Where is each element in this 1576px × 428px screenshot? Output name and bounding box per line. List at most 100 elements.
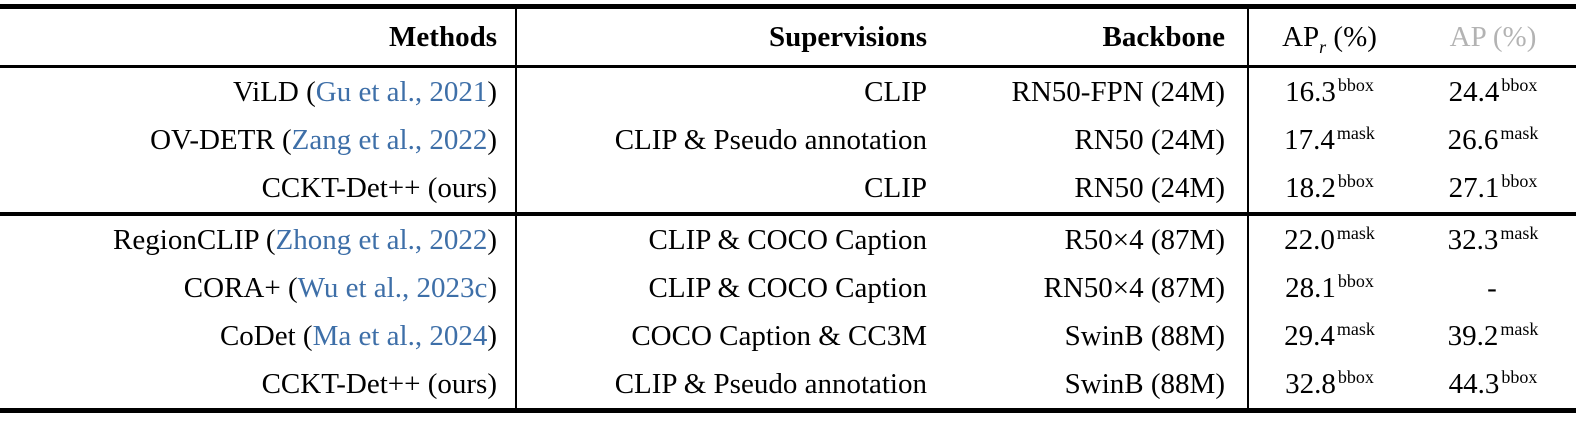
ap-value: 39.2 [1447, 319, 1499, 352]
ap-label: AP [1449, 20, 1486, 53]
method-name: OV-DETR ( [150, 123, 292, 156]
table-row: CCKT-Det++ (ours) CLIP & Pseudo annotati… [0, 360, 1576, 411]
citation-link[interactable]: Gu et al., 2021 [315, 75, 488, 108]
method-name: CoDet ( [219, 319, 313, 352]
supervision-cell: COCO Caption & CC3M [515, 312, 935, 360]
method-cell: CCKT-Det++ (ours) [0, 360, 516, 411]
ap-value: 24.4 [1448, 75, 1500, 108]
ap-superscript: bbox [1501, 366, 1538, 387]
ap-r-superscript: mask [1336, 222, 1375, 243]
ap-cell: - [1410, 264, 1576, 312]
backbone-cell: RN50×4 (87M) [1043, 271, 1226, 304]
supervision-cell: CLIP [515, 164, 935, 214]
ap-unit: (%) [1492, 20, 1537, 53]
ap-r-superscript: bbox [1337, 270, 1374, 291]
header-row: Methods Supervisions Backbone APr (%) AP… [0, 6, 1576, 68]
ap-r-value: 32.8 [1285, 367, 1336, 400]
supervision-cell: CLIP & COCO Caption [515, 212, 935, 264]
table-row: RegionCLIP (Zhong et al., 2022) CLIP & C… [0, 212, 1576, 264]
method-name: CCKT-Det++ (ours) [261, 171, 497, 204]
backbone-cell: SwinB (88M) [1064, 319, 1225, 352]
method-cell: CCKT-Det++ (ours) [0, 164, 516, 214]
method-name-suffix: ) [487, 223, 497, 256]
supervision-cell: CLIP & Pseudo annotation [515, 116, 935, 164]
table-row: OV-DETR (Zang et al., 2022) CLIP & Pseud… [0, 116, 1576, 164]
method-name: CCKT-Det++ (ours) [261, 367, 497, 400]
method-name-suffix: ) [487, 271, 497, 304]
supervision-cell: CLIP [515, 66, 935, 116]
ap-r-superscript: mask [1336, 318, 1375, 339]
table-section-base-backbones: ViLD (Gu et al., 2021) CLIP RN50-FPN (24… [0, 66, 1576, 214]
supervision-cell: CLIP & COCO Caption [515, 264, 935, 312]
table-header: Methods Supervisions Backbone APr (%) AP… [0, 6, 1576, 68]
citation-link[interactable]: Ma et al., 2024 [312, 319, 488, 352]
backbone-cell: RN50 (24M) [1074, 123, 1225, 156]
col-header-methods: Methods [0, 6, 516, 68]
ap-r-unit: (%) [1333, 20, 1377, 53]
citation-link[interactable]: Zang et al., 2022 [291, 123, 488, 156]
col-header-supervisions: Supervisions [515, 6, 935, 68]
method-cell: ViLD (Gu et al., 2021) [0, 67, 516, 117]
citation-link[interactable]: Zhong et al., 2022 [275, 223, 488, 256]
ap-r-value: 18.2 [1285, 171, 1336, 204]
ap-r-value: 28.1 [1285, 271, 1336, 304]
ap-r-label: AP [1282, 20, 1320, 53]
method-name: RegionCLIP ( [113, 223, 276, 256]
col-header-ap: AP (%) [1410, 6, 1576, 68]
method-name-suffix: ) [487, 319, 497, 352]
ap-r-value: 17.4 [1284, 123, 1335, 156]
ap-value: 26.6 [1447, 123, 1499, 156]
ap-r-superscript: bbox [1337, 366, 1374, 387]
ap-r-superscript: bbox [1337, 170, 1374, 191]
col-header-backbone: Backbone [935, 6, 1248, 68]
ap-value: 44.3 [1448, 367, 1500, 400]
ap-superscript: mask [1500, 122, 1539, 143]
col-header-ap-r: APr (%) [1247, 6, 1410, 68]
ap-r-superscript: bbox [1337, 74, 1374, 95]
ap-value: - [1487, 271, 1497, 304]
method-cell: CORA+ (Wu et al., 2023c) [0, 264, 516, 312]
method-name: ViLD ( [232, 75, 316, 108]
ap-superscript: mask [1500, 318, 1539, 339]
method-name-suffix: ) [487, 75, 497, 108]
citation-link[interactable]: Wu et al., 2023c [297, 271, 488, 304]
supervision-cell: CLIP & Pseudo annotation [515, 360, 935, 411]
results-table: Methods Supervisions Backbone APr (%) AP… [0, 4, 1576, 413]
method-cell: CoDet (Ma et al., 2024) [0, 312, 516, 360]
method-cell: OV-DETR (Zang et al., 2022) [0, 116, 516, 164]
backbone-cell: R50×4 (87M) [935, 212, 1248, 264]
table-row: CORA+ (Wu et al., 2023c) CLIP & COCO Cap… [0, 264, 1576, 312]
ap-r-value: 16.3 [1285, 75, 1336, 108]
ap-superscript: mask [1500, 222, 1539, 243]
method-name-suffix: ) [487, 123, 497, 156]
ap-r-value: 29.4 [1284, 319, 1335, 352]
backbone-cell: RN50 (24M) [1074, 171, 1225, 204]
method-cell: RegionCLIP (Zhong et al., 2022) [0, 212, 516, 264]
ap-r-subscript: r [1319, 36, 1327, 57]
backbone-cell: RN50-FPN (24M) [1011, 75, 1226, 108]
table-row: CoDet (Ma et al., 2024) COCO Caption & C… [0, 312, 1576, 360]
ap-superscript: bbox [1501, 170, 1538, 191]
method-name: CORA+ ( [183, 271, 298, 304]
ap-value: 27.1 [1448, 171, 1500, 204]
table-section-large-backbones: RegionCLIP (Zhong et al., 2022) CLIP & C… [0, 212, 1576, 411]
table-row: ViLD (Gu et al., 2021) CLIP RN50-FPN (24… [0, 66, 1576, 117]
ap-value: 32.3 [1447, 223, 1499, 256]
backbone-cell: SwinB (88M) [1064, 367, 1225, 400]
ap-r-value: 22.0 [1284, 223, 1335, 256]
ap-superscript: bbox [1501, 74, 1538, 95]
ap-r-superscript: mask [1336, 122, 1375, 143]
